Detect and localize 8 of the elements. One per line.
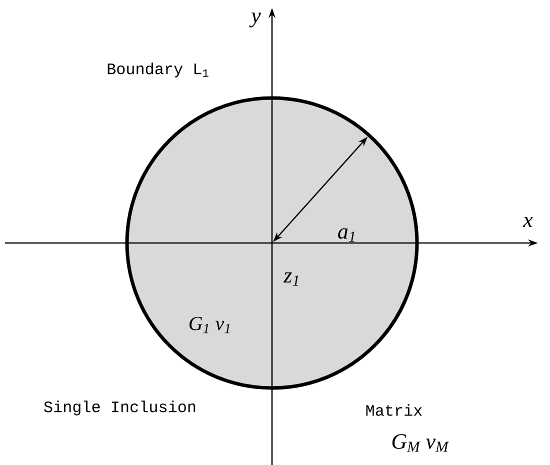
- material-label: G$_{M}$ ν$_{M}$: [392, 434, 449, 452]
- boundary-label: Boundary L$_{1}$: [108, 62, 208, 78]
- matrix-label: Matrix: [366, 404, 422, 416]
- center-label: z$_{1}$: [283, 272, 298, 286]
- inclusion-label: Single Inclusion: [44, 400, 196, 416]
- axis-label: x: [522, 216, 533, 228]
- radius-label: a$_{1}$: [338, 228, 354, 242]
- axis-label: y: [249, 12, 261, 28]
